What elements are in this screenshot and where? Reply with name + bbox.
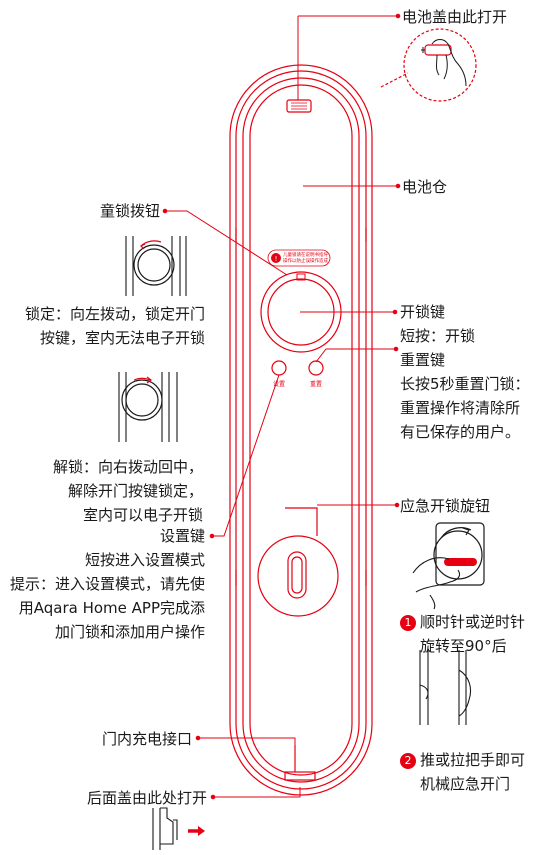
settings-key-desc-2: 提示：进入设置模式，请先使 — [9, 575, 205, 593]
charge-port-icon — [284, 771, 316, 781]
unlock-state-line-1: 解锁：向右拨动回中， — [52, 458, 203, 476]
settings-key-desc-1: 短按进入设置模式 — [84, 551, 205, 569]
reset-key-desc-3: 有已保存的用户。 — [400, 423, 521, 441]
emergency-knob-hand-illustration — [412, 522, 485, 610]
leader-lines — [162, 13, 401, 800]
step1-badge: 1 — [400, 615, 416, 631]
unlock-state-line-2: 解除开门按键锁定， — [67, 482, 203, 500]
svg-text:重置: 重置 — [310, 380, 322, 388]
open-key-desc: 短按：开锁 — [400, 327, 476, 345]
reset-key-icon — [308, 360, 324, 376]
step1-line-2: 旋转至90°后 — [420, 637, 507, 655]
battery-cover-hand-illustration — [380, 28, 477, 102]
emergency-knob-label: 应急开锁旋钮 — [400, 497, 491, 515]
svg-text:!: ! — [275, 255, 278, 263]
child-lock-right-illustration — [118, 372, 178, 442]
battery-latch-icon — [286, 99, 312, 113]
svg-text:儿童锁请在说明书指导: 儿童锁请在说明书指导 — [283, 251, 328, 258]
battery-cover-label: 电池盖由此打开 — [402, 8, 508, 26]
settings-key-desc-4: 加门锁和添加用户操作 — [54, 623, 205, 641]
svg-text:设置: 设置 — [273, 380, 285, 388]
unlock-state-line-3: 室内可以电子开锁 — [82, 506, 203, 524]
lock-state-line-2: 按键，室内无法电子开锁 — [39, 329, 205, 347]
handle-push-pull-illustration — [419, 650, 472, 725]
reset-key-title: 重置键 — [400, 351, 446, 369]
back-cover-illustration — [152, 807, 205, 850]
child-lock-label: 童锁拨钮 — [99, 202, 160, 220]
back-cover-label: 后面盖由此处打开 — [86, 789, 207, 807]
reset-key-desc-2: 重置操作将清除所 — [400, 399, 521, 417]
step2-line-2: 机械应急开门 — [420, 775, 511, 793]
warning-sticker: ! 儿童锁请在说明书指导 操作以防止误操作造成 — [267, 249, 331, 267]
emergency-knob — [257, 507, 339, 617]
step2-badge: 2 — [400, 753, 416, 769]
settings-key-icon — [271, 360, 287, 376]
open-key-title: 开锁键 — [400, 303, 446, 321]
child-lock-left-illustration — [125, 236, 187, 296]
reset-key-desc-1: 长按5秒重置门锁： — [400, 375, 530, 393]
charge-port-label: 门内充电接口 — [101, 730, 192, 748]
battery-compartment-label: 电池仓 — [402, 178, 448, 196]
lock-state-line-1: 锁定：向左拨动，锁定开门 — [24, 305, 205, 323]
lock-body — [229, 64, 373, 796]
settings-key-desc-3: 用Aqara Home APP完成添 — [18, 599, 205, 617]
svg-text:操作以防止误操作造成: 操作以防止误操作造成 — [283, 257, 328, 264]
settings-key-title: 设置键 — [159, 527, 205, 545]
